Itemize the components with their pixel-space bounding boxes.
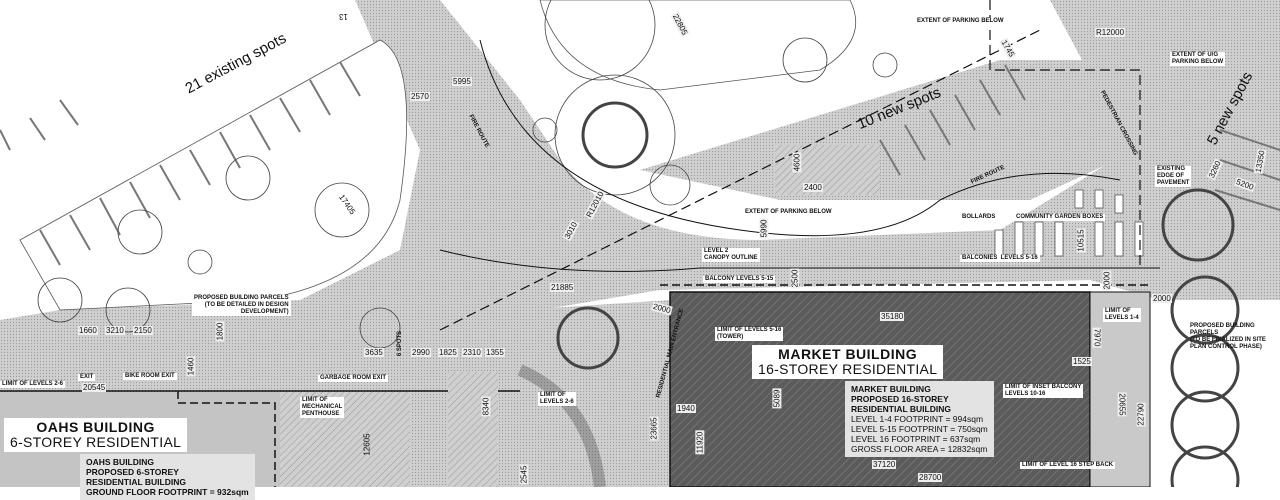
dim-1460: 1460 (186, 356, 196, 377)
dim-1355: 1355 (485, 348, 505, 357)
dim-1825: 1825 (438, 348, 458, 357)
bollards-label: BOLLARDS (960, 214, 998, 221)
spots-6-label: 6 SPOTS (397, 330, 404, 357)
dim-21885: 21885 (550, 283, 575, 292)
dim-3635: 3635 (364, 348, 384, 357)
balcony-5-15-label: BALCONY LEVELS 5-15 (703, 276, 776, 283)
dim-23665: 23665 (649, 416, 659, 441)
dim-1660: 1660 (78, 326, 98, 335)
limit-level-16-label: LIMIT OF LEVEL 16 STEP BACK (1020, 462, 1116, 469)
dim-28700: 28700 (918, 473, 943, 482)
limit-inset-balcony-label: LIMIT OF INSET BALCONY LEVELS 10-16 (1003, 384, 1084, 398)
extent-parking-below-label: EXTENT OF PARKING BELOW (915, 18, 1006, 25)
site-plan-drawing (0, 0, 1280, 487)
community-garden-boxes (994, 189, 1144, 257)
dim-4600: 4600 (792, 152, 802, 173)
limit-levels-5-16-label: LIMIT OF LEVELS 5-16 (TOWER) (715, 327, 784, 341)
dim-20545: 20545 (82, 383, 107, 392)
dim-2400: 2400 (803, 183, 823, 192)
hatched-parking (775, 145, 880, 195)
oahs-building-title: OAHS BUILDING 6-STOREY RESIDENTIAL (4, 418, 188, 452)
trees (37, 0, 1240, 487)
dim-2000-b: 2000 (1102, 270, 1112, 291)
landscape-island (19, 39, 408, 311)
dim-3210: 3210 (105, 326, 125, 335)
garbage-exit-label: GARBAGE ROOM EXIT (318, 375, 389, 382)
dim-2310: 2310 (462, 348, 482, 357)
dim-5990: 5990 (759, 218, 769, 239)
dim-2990: 2990 (411, 348, 431, 357)
dim-8340: 8340 (481, 396, 491, 417)
oahs-building-info: OAHS BUILDING PROPOSED 6-STOREY RESIDENT… (80, 454, 255, 500)
dim-1800: 1800 (215, 321, 225, 342)
extent-parking-below-mid-label: EXTENT OF PARKING BELOW (743, 209, 834, 216)
proposed-parcels-left-label: PROPOSED BUILDING PARCELS (TO BE DETAILE… (192, 295, 291, 316)
proposed-parcels-right-label: PROPOSED BUILDING PARCELS (TO BE FINALIZ… (1190, 323, 1266, 350)
bike-exit-label: BIKE ROOM EXIT (123, 373, 177, 380)
landscape-top (539, 0, 857, 91)
market-building-name: MARKET BUILDING (778, 346, 918, 362)
dim-35180: 35180 (880, 312, 905, 321)
limit-levels-2-6-label: LIMIT OF LEVELS 2-6 (0, 381, 66, 388)
dim-2000-c: 2000 (1152, 294, 1172, 303)
dim-1525: 1525 (1072, 357, 1092, 366)
paved-road (0, 0, 1280, 360)
dim-2545: 2545 (519, 464, 529, 485)
market-building-subtitle: 16-STOREY RESIDENTIAL (758, 361, 938, 377)
mech-penthouse-label: LIMIT OF MECHANICAL PENTHOUSE (300, 397, 345, 418)
dim-11920: 11920 (695, 430, 705, 455)
oahs-building-name: OAHS BUILDING (36, 419, 155, 435)
parking-stalls (0, 61, 1280, 266)
level2-canopy-label: LEVEL 2 CANOPY OUTLINE (702, 248, 760, 262)
oahs-building-subtitle: 6-STOREY RESIDENTIAL (10, 434, 182, 450)
dim-22790: 22790 (1136, 402, 1146, 427)
dim-2150: 2150 (133, 326, 153, 335)
limit-levels-2-6-mid-label: LIMIT OF LEVELS 2-6 (538, 392, 576, 406)
existing-edge-label: EXISTING EDGE OF PAVEMENT (1155, 166, 1192, 187)
exit-label: EXIT (78, 374, 96, 381)
dim-r12000: R12000 (1095, 28, 1126, 37)
dim-10515: 10515 (1076, 228, 1086, 253)
dim-2500: 2500 (790, 268, 800, 289)
community-garden-label: COMMUNITY GARDEN BOXES (1014, 214, 1106, 221)
extent-ug-parking-label: EXTENT OF U/G PARKING BELOW (1170, 52, 1226, 66)
balconies-5-16-label: BALCONIES LEVELS 5-16 (960, 255, 1040, 262)
dim-37120: 37120 (872, 460, 897, 469)
dim-7970: 7970 (1092, 327, 1102, 348)
row-number: 13 (339, 12, 348, 21)
dim-5089: 5089 (772, 388, 782, 409)
dim-1940: 1940 (676, 404, 696, 413)
dim-2570: 2570 (410, 92, 430, 101)
dim-20655: 20655 (1117, 392, 1127, 417)
limit-levels-1-4-label: LIMIT OF LEVELS 1-4 (1103, 308, 1141, 322)
dim-12605: 12605 (362, 433, 372, 456)
market-building-title: MARKET BUILDING 16-STOREY RESIDENTIAL (752, 345, 944, 379)
market-podium-strip (1089, 291, 1151, 487)
market-building-info: MARKET BUILDING PROPOSED 16-STOREY RESID… (845, 381, 994, 457)
dim-5995: 5995 (452, 77, 472, 86)
